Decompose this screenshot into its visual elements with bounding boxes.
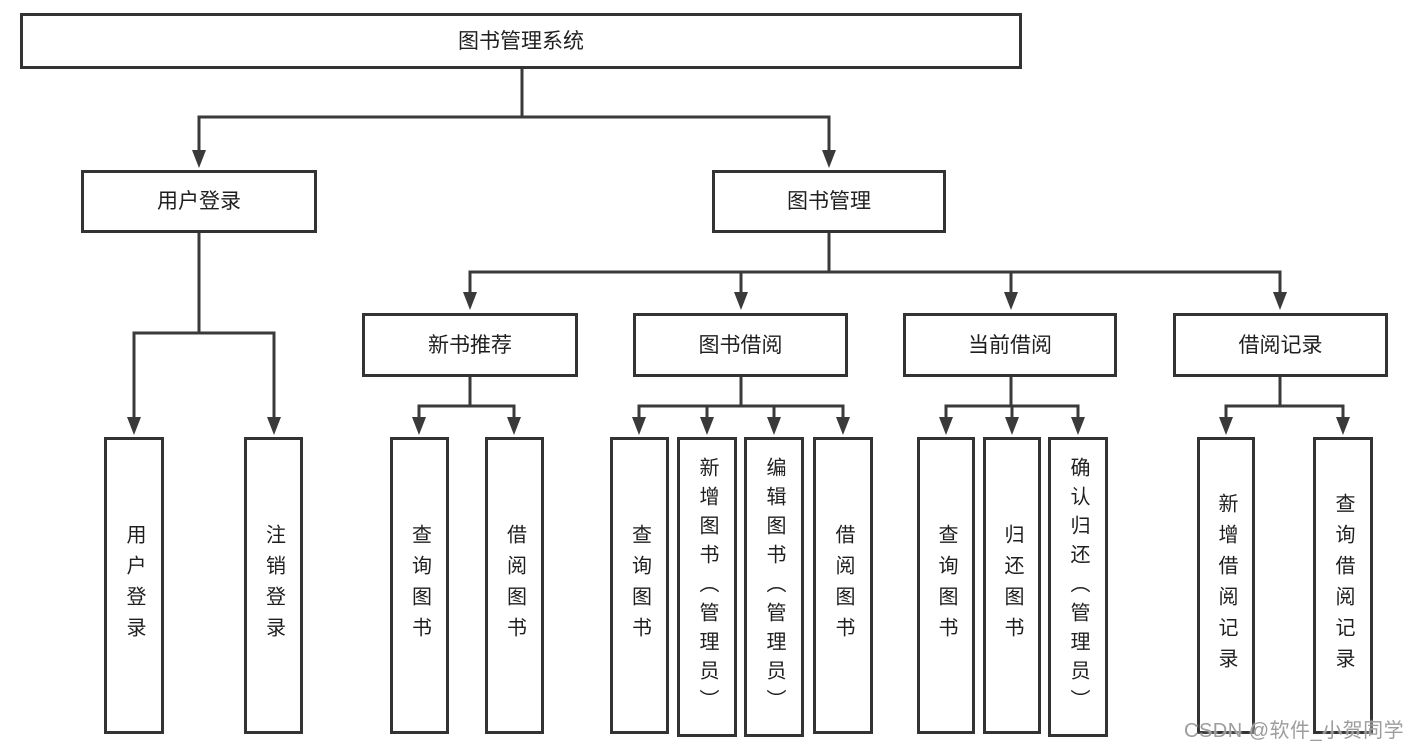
leaf-add-borrow-record: 新增借阅记录 [1197,437,1255,734]
node-borrow-records-label: 借阅记录 [1238,333,1323,357]
leaf-add-book-admin: 新增图书（管理员） [677,437,737,737]
leaf-logout-label: 注销登录 [262,523,285,648]
arrowhead-icons [127,150,1350,435]
leaf-return-book-label: 归还图书 [1001,523,1023,648]
node-current-borrow-label: 当前借阅 [968,333,1052,357]
leaf-query-borrow-record: 查询借阅记录 [1313,437,1373,734]
leaf-user-login: 用户登录 [104,437,164,734]
leaf-borrow-book: 借阅图书 [813,437,873,734]
leaf-recommend-query-book-label: 查询图书 [408,523,431,648]
leaf-borrow-query-book: 查询图书 [610,437,669,734]
node-new-book-recommend-label: 新书推荐 [428,333,512,357]
leaf-return-book: 归还图书 [983,437,1041,734]
leaf-confirm-return-admin: 确认归还（管理员） [1048,437,1108,737]
node-root-label: 图书管理系统 [458,29,584,53]
node-current-borrow: 当前借阅 [903,313,1117,377]
node-book-borrow-label: 图书借阅 [698,333,783,357]
leaf-add-borrow-record-label: 新增借阅记录 [1215,492,1237,679]
leaf-borrow-query-book-label: 查询图书 [628,523,651,648]
leaf-borrow-book-label: 借阅图书 [832,523,854,648]
leaf-confirm-return-admin-label: 确认归还（管理员） [1067,456,1089,718]
leaf-add-book-admin-label: 新增图书（管理员） [696,456,718,718]
leaf-recommend-query-book: 查询图书 [390,437,449,734]
tree-branch-lines [132,67,1345,421]
leaf-recommend-borrow-book: 借阅图书 [485,437,544,734]
leaf-recommend-borrow-book-label: 借阅图书 [503,523,526,648]
node-new-book-recommend: 新书推荐 [362,313,578,377]
leaf-query-borrow-record-label: 查询借阅记录 [1332,492,1354,679]
node-book-management-label: 图书管理 [787,190,871,213]
leaf-user-login-label: 用户登录 [123,523,145,648]
node-book-borrow: 图书借阅 [633,313,848,377]
leaf-current-query-book: 查询图书 [917,437,975,734]
node-borrow-records: 借阅记录 [1173,313,1388,377]
node-user-login-label: 用户登录 [157,190,241,213]
leaf-logout: 注销登录 [244,437,303,734]
leaf-edit-book-admin-label: 编辑图书（管理员） [763,456,785,718]
node-book-management: 图书管理 [712,170,946,233]
node-root-system: 图书管理系统 [20,13,1022,69]
csdn-watermark: CSDN @软件_小贺同学 [1184,720,1405,742]
leaf-edit-book-admin: 编辑图书（管理员） [744,437,804,737]
leaf-current-query-book-label: 查询图书 [935,523,957,648]
node-user-login: 用户登录 [81,170,317,233]
